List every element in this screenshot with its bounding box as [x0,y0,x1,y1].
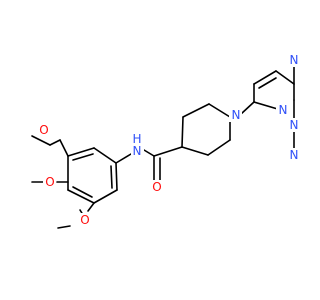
bond [240,101,255,115]
nitrogen-atom-amide: N [133,144,142,158]
bond [110,165,113,189]
nitrogen-atom-piperidine: N [232,108,241,122]
bond [31,135,51,146]
atom-labels: O O O N H O N N N N N [37,53,300,227]
bond [49,139,61,146]
bond [275,70,295,85]
bond [59,139,69,157]
nitrogen-atom-pyridazine-1: N [279,103,288,117]
oxygen-atom-carbonyl: O [152,180,161,194]
oxygen-atom-bottom: O [80,213,89,227]
bond [181,116,184,148]
bond [207,139,231,156]
bond [93,189,118,204]
molecule-canvas: O O O N H O N N N N N [31,53,300,229]
bond [67,147,95,157]
bond [181,146,209,156]
bond [115,153,132,164]
nitrogen-atom-pyridazine-2: N [290,118,299,132]
bond [253,70,277,85]
bond [87,202,95,212]
bond [182,103,210,118]
oxygen-atom-middle: O [45,175,54,189]
bond [143,149,155,157]
bond [57,225,71,229]
bond [115,162,118,191]
bond [258,77,277,89]
structure-diagram: O O O N H O N N N N N [31,53,300,229]
bond [67,189,95,204]
bond [208,103,231,118]
bond [72,186,93,198]
hydrogen-atom-amide: H [132,132,141,146]
bonds [31,59,295,229]
oxygen-atom-top: O [39,123,48,137]
bond [153,146,183,157]
nitrogen-atom-triazole-2: N [290,148,299,162]
bond [93,147,117,164]
bond [72,153,94,161]
nitrogen-atom-triazole-1: N [290,53,299,67]
